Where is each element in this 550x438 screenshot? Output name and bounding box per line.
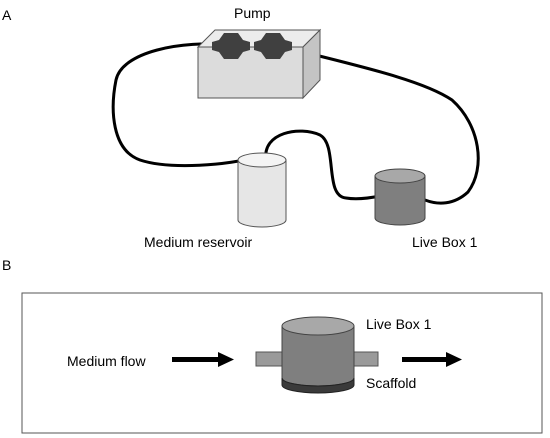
panel-a-letter: A	[2, 7, 12, 23]
reservoir-label: Medium reservoir	[144, 234, 252, 250]
pump	[196, 28, 322, 100]
medium-reservoir	[237, 152, 287, 228]
pump-head-left	[212, 33, 250, 59]
flow-label: Medium flow	[67, 353, 146, 369]
scaffold-label: Scaffold	[366, 375, 416, 391]
tube-reservoir-to-livebox	[264, 129, 382, 201]
tubing	[111, 42, 480, 205]
livebox-a	[374, 168, 426, 226]
livebox-b-port-right	[351, 351, 379, 367]
tube-pump-to-livebox	[274, 43, 480, 205]
flow-arrow-in	[172, 352, 234, 367]
livebox-b-port-left	[255, 351, 285, 367]
pump-label: Pump	[234, 5, 271, 21]
livebox-b	[255, 316, 379, 394]
pump-head-right	[254, 33, 292, 59]
livebox-a-label: Live Box 1	[412, 234, 478, 250]
flow-arrow-out	[402, 352, 462, 367]
pump-front-face	[197, 46, 304, 99]
tube-pump-to-reservoir	[111, 42, 258, 168]
livebox-b-label: Live Box 1	[366, 316, 432, 332]
panel-b-letter: B	[2, 257, 11, 273]
scaffold	[281, 377, 355, 394]
